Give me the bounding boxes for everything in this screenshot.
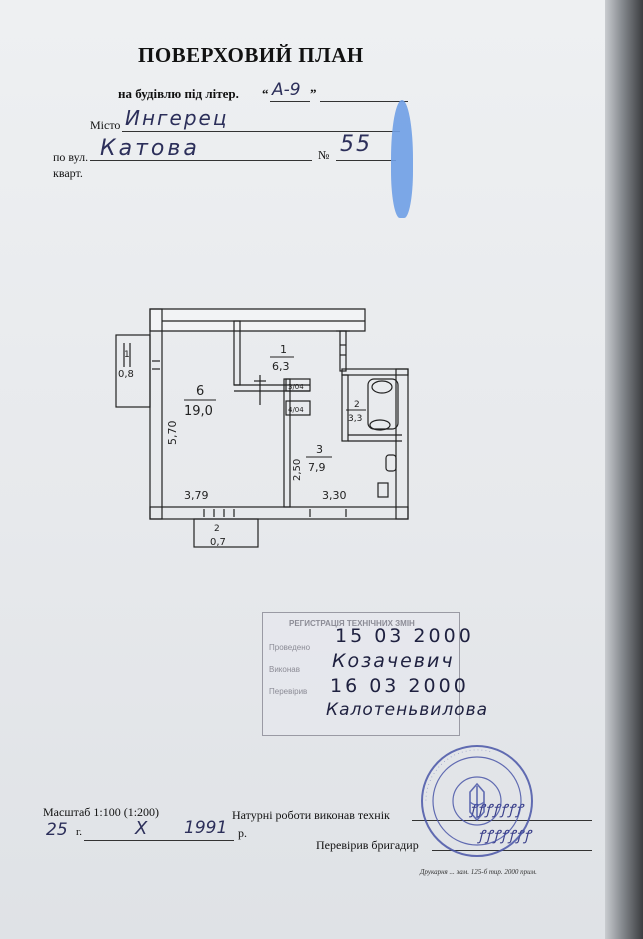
stamp-title: РЕГИСТРАЦІЯ ТЕХНІЧНИХ ЗМІН [289, 619, 415, 628]
dim-width-left: 3,79 [184, 489, 209, 502]
balcony-left-num: 1 [124, 350, 130, 360]
official-seal: · · · · · · · · · · · · · · · · · · · · … [421, 745, 533, 857]
registration-stamp: РЕГИСТРАЦІЯ ТЕХНІЧНИХ ЗМІН Проведено Вик… [262, 612, 460, 736]
checked-line [432, 850, 592, 851]
stamp-row3-label: Перевірив [269, 687, 308, 696]
balcony-bottom-area: 0,7 [210, 537, 226, 548]
dim-closet-2: 4/04 [288, 406, 304, 414]
city-value: Ингерец [125, 106, 229, 130]
fieldwork-line [412, 820, 592, 821]
print-note: Друкарня ... зам. 125-б тир. 2000 прим. [420, 868, 537, 876]
apartment-label: кварт. [53, 166, 83, 180]
date-r: р. [238, 826, 247, 840]
redaction-mark [391, 100, 413, 218]
date-day: 25 [46, 820, 68, 840]
room-3-num: 3 [316, 443, 323, 456]
street-label: по вул. [53, 150, 89, 164]
room-1-num: 1 [280, 343, 287, 356]
page-edge-shadow [605, 0, 643, 939]
number-value: 55 [340, 132, 372, 157]
dim-closet-1: 3/04 [288, 383, 304, 391]
room-3-area: 7,9 [308, 461, 326, 474]
street-line [90, 160, 312, 161]
building-line [270, 101, 310, 102]
date-g: г. [76, 826, 83, 838]
document-sheet [0, 0, 615, 939]
stamp-row2-value: Козачевич [332, 650, 455, 672]
quote-open: “ [262, 86, 269, 101]
fieldwork-label: Натурні роботи виконав технік [232, 808, 390, 822]
stamp-row2-label: Виконав [269, 665, 300, 674]
building-label: на будівлю під літер. [118, 86, 239, 101]
date-year: 1991 [184, 818, 228, 838]
balcony-left-area: 0,8 [118, 369, 134, 380]
date-month: X [135, 818, 148, 839]
room-6-num: 6 [196, 384, 204, 399]
room-1-area: 6,3 [272, 360, 290, 373]
dim-height-mid: 2,50 [292, 459, 303, 481]
checked-label: Перевірив бригадир [316, 838, 419, 852]
room-6-area: 19,0 [184, 404, 213, 419]
balcony-bottom-num: 2 [214, 524, 220, 534]
street-value: Катова [100, 136, 200, 161]
stamp-row4-value: Калотеньвилова [326, 700, 489, 720]
scale-label: Масштаб 1:100 (1:200) [43, 805, 160, 819]
room-2-num: 2 [354, 400, 360, 410]
stamp-row1-value: 15 03 2000 [335, 625, 474, 647]
city-line [122, 131, 400, 132]
building-line-2 [320, 101, 408, 102]
dim-height-left: 5,70 [166, 421, 179, 446]
stamp-row1-label: Проведено [269, 643, 311, 652]
quote-close: ” [310, 86, 317, 101]
page-title: ПОВЕРХОВИЙ ПЛАН [138, 43, 364, 67]
city-label: Місто [90, 118, 121, 132]
dim-width-right: 3,30 [322, 489, 347, 502]
room-2-area: 3,3 [348, 414, 362, 424]
floor-plan: 1 6,3 2 3,3 3 7,9 6 19,0 1 0,8 2 0,7 3,7… [115, 308, 409, 548]
stamp-row3-value: 16 03 2000 [330, 675, 469, 697]
number-label: № [318, 148, 330, 162]
number-line [336, 160, 396, 161]
date-line [84, 840, 234, 841]
building-letter: А-9 [272, 80, 301, 100]
